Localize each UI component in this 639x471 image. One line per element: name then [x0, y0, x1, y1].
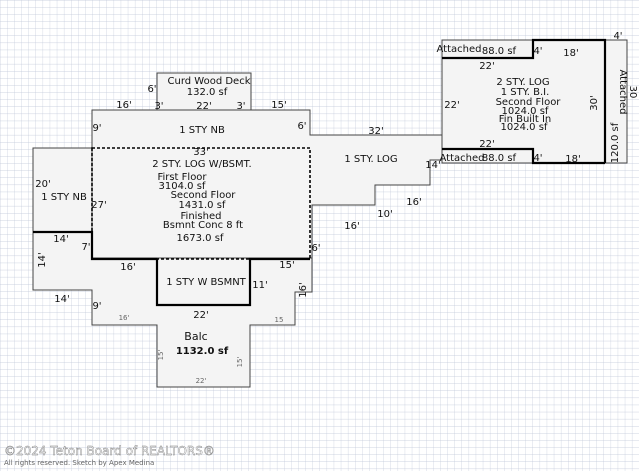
two-sty-fin-label: Fin Built In: [499, 114, 551, 125]
balc-dim-right: 15': [236, 357, 244, 368]
deck-shape: [156, 72, 252, 111]
dim-left-9: 9': [92, 301, 101, 312]
dim-left-14a: 14': [53, 234, 68, 245]
main-name: 2 STY. LOG W/BSMT.: [152, 159, 251, 170]
dim-mid-15: 15': [279, 260, 294, 271]
main-finished-label: Finished: [181, 211, 222, 222]
two-sty-fin-area: 1024.0 sf: [501, 122, 548, 133]
deck-area: 132.0 sf: [187, 87, 228, 98]
bsmnt-name: 1 STY W BSMNT: [166, 277, 246, 288]
dimension-labels: 6' 3' 22' 3' 16' 15' 9' 6' 33' 32' 20' 2…: [35, 31, 638, 321]
dim-bs-11: 11': [252, 280, 267, 291]
dim-right-18b: 18': [565, 154, 580, 165]
log1-name: 1 STY. LOG: [344, 154, 397, 165]
left-wing-shape: [32, 147, 93, 233]
dim-right-18a: 18': [563, 48, 578, 59]
balc-dim-bottom: 22': [196, 377, 207, 385]
lower-wing-shape: [32, 231, 313, 388]
dim-top-15: 15': [271, 100, 286, 111]
nb-top-name: 1 STY NB: [179, 125, 225, 136]
dim-top-16: 16': [116, 100, 131, 111]
dim-deck-3b: 3': [236, 101, 245, 112]
dim-right-22c: 22': [479, 139, 494, 150]
dim-deck-22: 22': [196, 101, 211, 112]
main-dashed-box: [91, 147, 311, 260]
dim-right-4b: 4': [533, 153, 542, 164]
deck-name: Curd Wood Deck: [168, 76, 251, 87]
main-first-floor-label: First Floor: [157, 172, 207, 183]
dim-deck-6: 6': [147, 84, 156, 95]
two-story-shape: [441, 39, 606, 164]
dim-main-27: 27': [91, 200, 106, 211]
two-sty-name2: 1 STY. B.I.: [501, 87, 550, 98]
attached-bottom-area: 88.0 sf: [482, 153, 517, 164]
dim-left-16: 16': [120, 262, 135, 273]
thick-walls: [33, 38, 607, 307]
dim-log-14: 14': [425, 160, 440, 171]
dim-right-4a: 4': [533, 46, 542, 57]
dim-bs-16: 16': [298, 282, 309, 297]
main-second-floor-area: 1431.0 sf: [179, 200, 226, 211]
dim-mid-6: 6': [311, 243, 320, 254]
dim-right-30: 30': [589, 95, 600, 110]
balc-dimensions: 16' 15 15' 15' 22': [119, 314, 284, 385]
dim-nb-9: 9': [92, 123, 101, 134]
balc-name: Balc: [184, 330, 207, 343]
dim-left-7: 7': [81, 242, 90, 253]
dim-right-22a: 22': [479, 61, 494, 72]
attached-top-area: 88.0 sf: [482, 46, 517, 57]
two-story-wall-top: [442, 38, 607, 163]
left-wall: [33, 230, 157, 261]
attached-right-area: 120.0 sf: [610, 122, 621, 163]
two-sty-name1: 2 STY. LOG: [496, 77, 549, 88]
dim-bs-22: 22': [193, 310, 208, 321]
dim-main-33: 33': [193, 147, 208, 158]
main-first-floor-area: 3104.0 sf: [159, 181, 206, 192]
attached-right-label: Attached: [617, 70, 628, 115]
dim-step-10: 10': [377, 209, 392, 220]
bsmnt-wall: [155, 257, 310, 307]
two-story-wall-bottom: [442, 147, 605, 165]
dim-step-16b: 16': [344, 221, 359, 232]
main-basement-label: Bsmnt Conc 8 ft: [163, 220, 243, 231]
dim-right-22b: 22': [444, 100, 459, 111]
watermark-credit: All rights reserved. Sketch by Apex Medi…: [4, 459, 154, 467]
balc-dim-top-left: 16': [119, 314, 130, 322]
attached-top-label: Attached: [437, 44, 482, 55]
dim-right-4c: 4': [613, 31, 622, 42]
attached-bottom-label: Attached: [440, 153, 485, 164]
two-sty-second-floor-area: 1024.0 sf: [502, 106, 549, 117]
main-second-floor-label: Second Floor: [171, 190, 237, 201]
dim-edge-30: 30: [627, 86, 638, 99]
watermark-copyright: ©2024 Teton Board of REALTORS®: [4, 444, 215, 458]
dim-deck-3a: 3': [154, 101, 163, 112]
nb-left-name: 1 STY NB: [41, 192, 87, 203]
balc-area: 1132.0 sf: [176, 346, 229, 357]
main-basement-area: 1673.0 sf: [177, 233, 224, 244]
dim-nb-left-20: 20': [35, 179, 50, 190]
dim-left-14b: 14': [37, 252, 48, 267]
dim-step-16a: 16': [406, 197, 421, 208]
two-sty-second-floor-label: Second Floor: [496, 97, 562, 108]
dim-log-32: 32': [368, 126, 383, 137]
balc-dim-top-right: 15: [275, 316, 284, 324]
balc-dim-left: 15': [157, 350, 165, 361]
dim-nb-6: 6': [297, 121, 306, 132]
dim-left-14c: 14': [54, 294, 69, 305]
